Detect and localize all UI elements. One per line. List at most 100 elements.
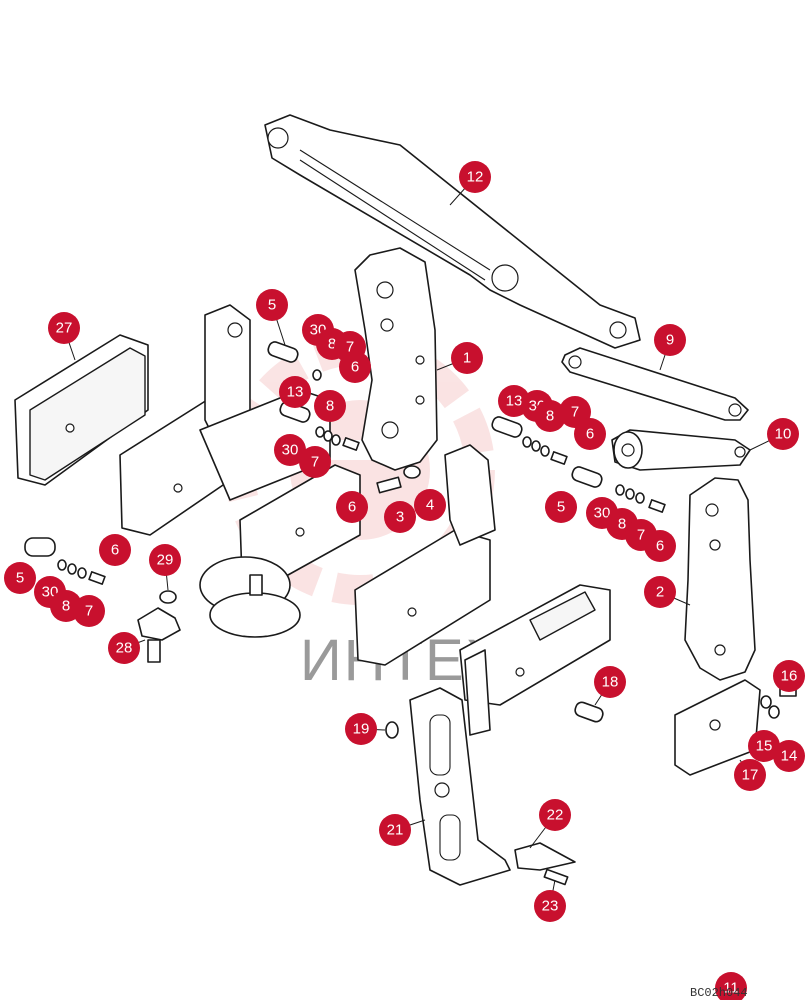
callout-dot xyxy=(644,576,676,608)
callout-label: 4 xyxy=(426,497,434,514)
callout-2: 2 xyxy=(644,576,676,608)
callout-3: 3 xyxy=(384,501,416,533)
callout-dot xyxy=(534,890,566,922)
callout-label: 13 xyxy=(506,393,523,410)
callout-label: 6 xyxy=(348,499,356,516)
callout-label: 1 xyxy=(463,350,471,367)
callout-19: 19 xyxy=(345,713,377,745)
part-10-cylinder xyxy=(611,429,751,471)
callout-label: 7 xyxy=(311,454,319,471)
callout-dot xyxy=(715,972,747,1000)
drawing-code: BC02h044 xyxy=(690,986,748,1000)
callout-4: 4 xyxy=(414,489,446,521)
part-12-top-beam xyxy=(264,114,641,349)
callout-label: 23 xyxy=(542,898,559,915)
callout-22: 22 xyxy=(539,799,571,831)
part-27-left-frame xyxy=(14,304,361,638)
callout-label: 6 xyxy=(586,426,594,443)
callout-7: 7 xyxy=(299,446,331,478)
callout-dot xyxy=(574,418,606,450)
callout-27: 27 xyxy=(48,312,80,344)
callout-label: 8 xyxy=(328,336,336,353)
callout-label: 8 xyxy=(618,516,626,533)
callout-16: 16 xyxy=(773,660,805,692)
callout-21: 21 xyxy=(379,814,411,846)
callout-label: 12 xyxy=(467,169,484,186)
callout-label: 16 xyxy=(781,668,798,685)
callout-dot xyxy=(459,161,491,193)
part-21-lower-arm xyxy=(409,687,511,886)
callout-label: 2 xyxy=(656,584,664,601)
callout-dot xyxy=(594,666,626,698)
callout-28: 28 xyxy=(108,632,140,664)
part-9-link-bar xyxy=(561,347,749,421)
callout-7: 7 xyxy=(73,595,105,627)
callout-dot xyxy=(4,562,36,594)
callout-14: 14 xyxy=(773,740,805,772)
callout-6: 6 xyxy=(99,534,131,566)
callout-dot xyxy=(545,491,577,523)
callout-dot xyxy=(534,400,566,432)
callout-dot xyxy=(384,501,416,533)
callout-label: 22 xyxy=(547,807,564,824)
callout-label: 8 xyxy=(62,598,70,615)
callout-12: 12 xyxy=(459,161,491,193)
callout-label: 21 xyxy=(387,822,404,839)
callout-label: 8 xyxy=(326,398,334,415)
callout-30: 30 xyxy=(274,434,306,466)
callout-dot xyxy=(73,595,105,627)
callout-label: 7 xyxy=(571,404,579,421)
callout-dot xyxy=(773,660,805,692)
callout-29: 29 xyxy=(149,544,181,576)
callout-dot xyxy=(654,324,686,356)
callout-dot xyxy=(99,534,131,566)
callout-5: 5 xyxy=(256,289,288,321)
callout-label: 30 xyxy=(594,505,611,522)
callout-5: 5 xyxy=(4,562,36,594)
callout-8: 8 xyxy=(314,390,346,422)
callout-dot xyxy=(256,289,288,321)
callout-dot xyxy=(414,489,446,521)
callout-label: 5 xyxy=(557,499,565,516)
callout-dot xyxy=(48,312,80,344)
callout-label: 28 xyxy=(116,640,133,657)
callout-1: 1 xyxy=(451,342,483,374)
callout-label: 5 xyxy=(268,297,276,314)
part-1-upright-bracket xyxy=(354,247,438,471)
callout-6: 6 xyxy=(339,351,371,383)
callout-6: 6 xyxy=(644,530,676,562)
callout-label: 6 xyxy=(111,542,119,559)
callout-label: 6 xyxy=(351,359,359,376)
callout-18: 18 xyxy=(594,666,626,698)
part-2-right-bracket xyxy=(684,477,756,681)
callout-label: 14 xyxy=(781,748,798,765)
callout-dot xyxy=(345,713,377,745)
callout-label: 3 xyxy=(396,509,404,526)
callout-label: 27 xyxy=(56,320,73,337)
callout-dot xyxy=(734,759,766,791)
callout-label: 10 xyxy=(775,426,792,443)
callout-dot xyxy=(314,390,346,422)
callout-dot xyxy=(748,730,780,762)
callout-dot xyxy=(274,434,306,466)
callout-dot xyxy=(379,814,411,846)
callout-dot xyxy=(339,351,371,383)
callout-dot xyxy=(767,418,799,450)
callout-6: 6 xyxy=(336,491,368,523)
callout-dot xyxy=(108,632,140,664)
callout-17: 17 xyxy=(734,759,766,791)
callout-label: 15 xyxy=(756,738,773,755)
callout-label: 7 xyxy=(637,527,645,544)
callout-label: 13 xyxy=(287,384,304,401)
callout-label: 6 xyxy=(656,538,664,555)
callout-9: 9 xyxy=(654,324,686,356)
callout-dot xyxy=(539,799,571,831)
callout-dot xyxy=(299,446,331,478)
callout-10: 10 xyxy=(767,418,799,450)
callout-5: 5 xyxy=(545,491,577,523)
hardware-pins-washers xyxy=(24,341,797,739)
callout-label: 7 xyxy=(85,603,93,620)
